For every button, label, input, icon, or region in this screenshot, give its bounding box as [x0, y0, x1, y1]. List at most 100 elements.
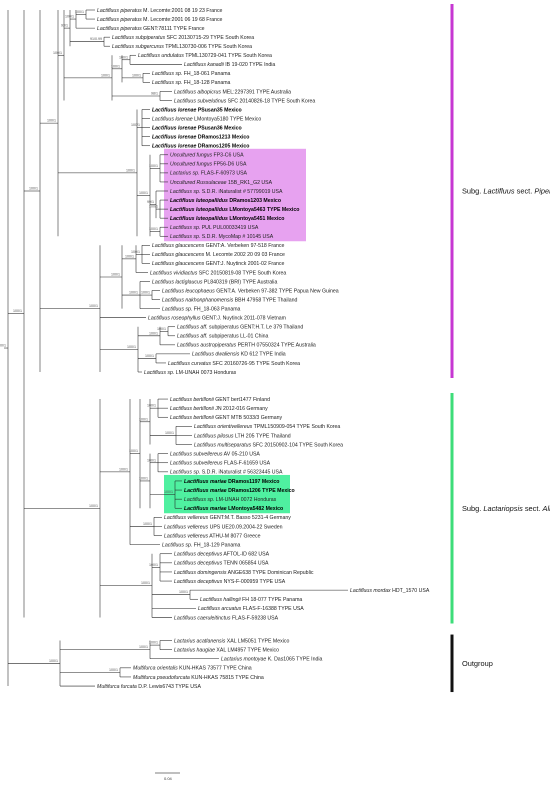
support-value: 100/1	[109, 668, 118, 672]
tip-label: Lactifluus luteopallidus LMontoya5463 TY…	[170, 207, 299, 213]
tip-label: Lactifluus kanadii IB 19-020 TYPE India	[184, 62, 275, 68]
support-value: 100/1	[111, 64, 120, 68]
support-value: 100/1	[131, 123, 140, 127]
scale-bar: 0.04	[155, 772, 180, 781]
support-value: 100/1	[149, 331, 158, 335]
support-value: 100/1	[149, 205, 158, 209]
support-value: 100/1	[125, 254, 134, 258]
tip-label: Lactifluus glaucescens GENT:A. Verbeken …	[152, 243, 284, 249]
support-value: 100/1	[47, 119, 56, 123]
tip-label: Lactifluus undulatus TPML130729-041 TYPE…	[138, 53, 272, 59]
support-value: 100/1	[126, 168, 135, 172]
group-label: Outgroup	[462, 659, 493, 668]
tip-label: Lactifluus austropiperatus PERTH 0755032…	[177, 343, 316, 349]
support-value: 100/1	[89, 504, 98, 508]
tip-label: Lactifluus sp. LM-UNAH 0073 Honduras	[144, 370, 237, 376]
tip-label: Lactifluus pilosus LTH 205 TYPE Thailand	[194, 433, 291, 439]
tip-label: Lactifluus sp. S.D.R. MycoMap # 10145 US…	[170, 234, 274, 240]
tip-label: Lactifluus lactiglaucus PL840319 (BRI) T…	[152, 279, 277, 285]
tip-label: Lactifluus mariae LMontoya5482 Mexico	[184, 506, 283, 512]
tip-label: Lactifluus sp. FH_18-063 Panama	[162, 306, 241, 312]
support-value: 100/1	[164, 490, 173, 494]
tip-label: Lactifluus piperatus M. Lecomte:2001 08 …	[97, 8, 223, 14]
tip-label: Lactifluus leucophaeus GENT:A. Verbeken …	[162, 288, 339, 294]
support-value: 100/1	[101, 73, 110, 77]
group-brackets: Subg. Lactifluus sect. PiperatiSubg. Lac…	[450, 4, 550, 693]
support-value: 100/1	[75, 10, 84, 14]
tip-label: Lactifluus lorenae DRamos1205 Mexico	[152, 144, 249, 150]
tip-label: Lactifluus vellereus ATHU-M 8077 Greece	[164, 533, 261, 539]
tip-label: Lactifluus albopicrus MEL:2297391 TYPE A…	[174, 89, 291, 95]
tip-label: Lactifluus nakhonphanomensis BBH 47958 T…	[162, 297, 297, 303]
tip-label: Lactifluus subvelutinus SFC 20140826-18 …	[174, 98, 315, 104]
support-value: 100/1	[149, 563, 158, 567]
support-value: 100/1	[149, 164, 158, 168]
tip-label: Lactifluus multiseparatus SFC 20150902-1…	[194, 442, 343, 448]
tip-label: Lactifluus mariae DRamos1206 TYPE Mexico	[184, 488, 295, 494]
support-value: 100/1	[147, 404, 156, 408]
tip-label: Lactifluus subvellereus FLAS-F-61659 USA	[170, 461, 271, 467]
support-value: 100/1	[129, 291, 138, 295]
tip-label: Lactifluus sp. LM-UNAH 0072 Honduras	[184, 497, 277, 503]
highlight-boxes	[164, 148, 306, 514]
support-value: 100/1	[139, 191, 148, 195]
tip-label: Multifurca pseudofurcata KUN-HKAS 75815 …	[133, 675, 264, 681]
tip-label: Lactifluus sp. PUL PUL00033419 USA	[170, 225, 259, 231]
tip-label: Lactifluus mordax HDT_1570 USA	[350, 588, 430, 594]
support-value: 99/1	[147, 200, 154, 204]
group-label: Subg. Lactariopsis sect. Albati	[462, 504, 550, 513]
tip-label: Lactifluus aff. subpiperatus LL-01 China	[177, 334, 269, 340]
tree-branches	[4, 9, 348, 687]
tip-label: Lactifluus vellereus GENT:M.T. Basso 523…	[164, 515, 291, 521]
tip-label: Lactifluus vellereus UPS UE20.09.2004-22…	[164, 524, 283, 530]
support-value: 100/1	[29, 187, 38, 191]
tip-label: Lactifluus sp. FH_18-061 Panama	[152, 71, 231, 77]
tip-label: Lactifluus luteopallidus DRamos1203 Mexi…	[170, 198, 281, 204]
tip-label: Multifurca orientalis KUN-HKAS 73577 TYP…	[133, 666, 252, 672]
tip-label: Lactarius haugiae XAL LM4957 TYPE Mexico	[174, 647, 279, 653]
highlight-box	[164, 148, 306, 242]
tip-label: Lactifluus bertillonii GENT bert1477 Fin…	[170, 397, 270, 403]
tip-label: Uncultured fungus FP3-C6 USA	[170, 153, 244, 159]
tip-label: Lactifluus sp. S.D.R. iNaturalist # 5779…	[170, 189, 283, 195]
support-value: 100/1	[49, 659, 58, 663]
support-value: 100/1	[157, 327, 166, 331]
tip-label: Lactifluus subvellereus AV 05-210 USA	[170, 451, 260, 457]
support-value: 100/1	[65, 15, 74, 19]
tip-label: Lactifluus mariae DRamos1197 Mexico	[184, 479, 279, 485]
highlight-box	[164, 474, 290, 514]
tip-label: Lactifluus lorenae LMontoya5180 TYPE Mex…	[152, 116, 261, 122]
support-value: 91/0.99	[90, 37, 102, 41]
tip-label: Lactifluus glaucescens M. Lecomte 2002 2…	[152, 252, 285, 258]
support-value: 100/1	[147, 458, 156, 462]
support-value: 100/1	[145, 354, 154, 358]
tip-label: Lactifluus caeruleitinctus FLAS-F-59238 …	[174, 615, 279, 621]
tip-label: Lactarius sp. FLAS-F-60973 USA	[170, 171, 248, 177]
tip-label: Lactifluus glaucescens GENT:J. Nuytinck …	[152, 261, 284, 267]
tip-label: Lactifluus piperatus GENT:78111 TYPE Fra…	[97, 26, 205, 32]
tip-label: Lactifluus deceptivus NYS-F-000959 TYPE …	[174, 579, 286, 585]
tip-label: Lactifluus sp. FH_18-129 Panama	[162, 542, 241, 548]
tip-label: Lactifluus luteopallidus LMontoya5451 Me…	[170, 216, 284, 222]
tip-label: Lactifluus deceptivus AFTOL-ID 682 USA	[174, 552, 270, 558]
tip-label: Lactifluus sp. FH_18-128 Panama	[152, 80, 231, 86]
scale-bar-label: 0.04	[164, 776, 173, 781]
support-value: 100/1	[149, 641, 158, 645]
tip-label: Lactifluus bertillonii GENT MTB 5033/3 G…	[170, 415, 282, 421]
tip-label: Lactifluus hallingii FH 18-077 TYPE Pana…	[200, 597, 302, 603]
support-value: 100/1	[0, 344, 6, 348]
tip-label: Lactifluus deceptivus TENN 065854 USA	[174, 561, 269, 567]
support-value: 100/1	[139, 476, 148, 480]
support-value: 100/1	[143, 522, 152, 526]
group-label: Subg. Lactifluus sect. Piperati	[462, 187, 550, 196]
tip-label: Lactifluus bertillonii JN 2012-016 Germa…	[170, 406, 268, 412]
tip-label: Uncultured fungus FP56-D6 USA	[170, 162, 247, 168]
support-value: 100/1	[53, 51, 62, 55]
tip-label: Lactarius montoyae K. Das1065 TYPE India	[221, 657, 323, 663]
tip-label: Multifurca furcata D.P. Lewis6743 TYPE U…	[97, 684, 201, 690]
support-value: 100/1	[129, 449, 138, 453]
support-value: 100/1	[165, 431, 174, 435]
tip-label: Lactifluus sp. S.D.R. iNaturalist # 5632…	[170, 470, 283, 476]
support-value: 100/1	[141, 291, 150, 295]
